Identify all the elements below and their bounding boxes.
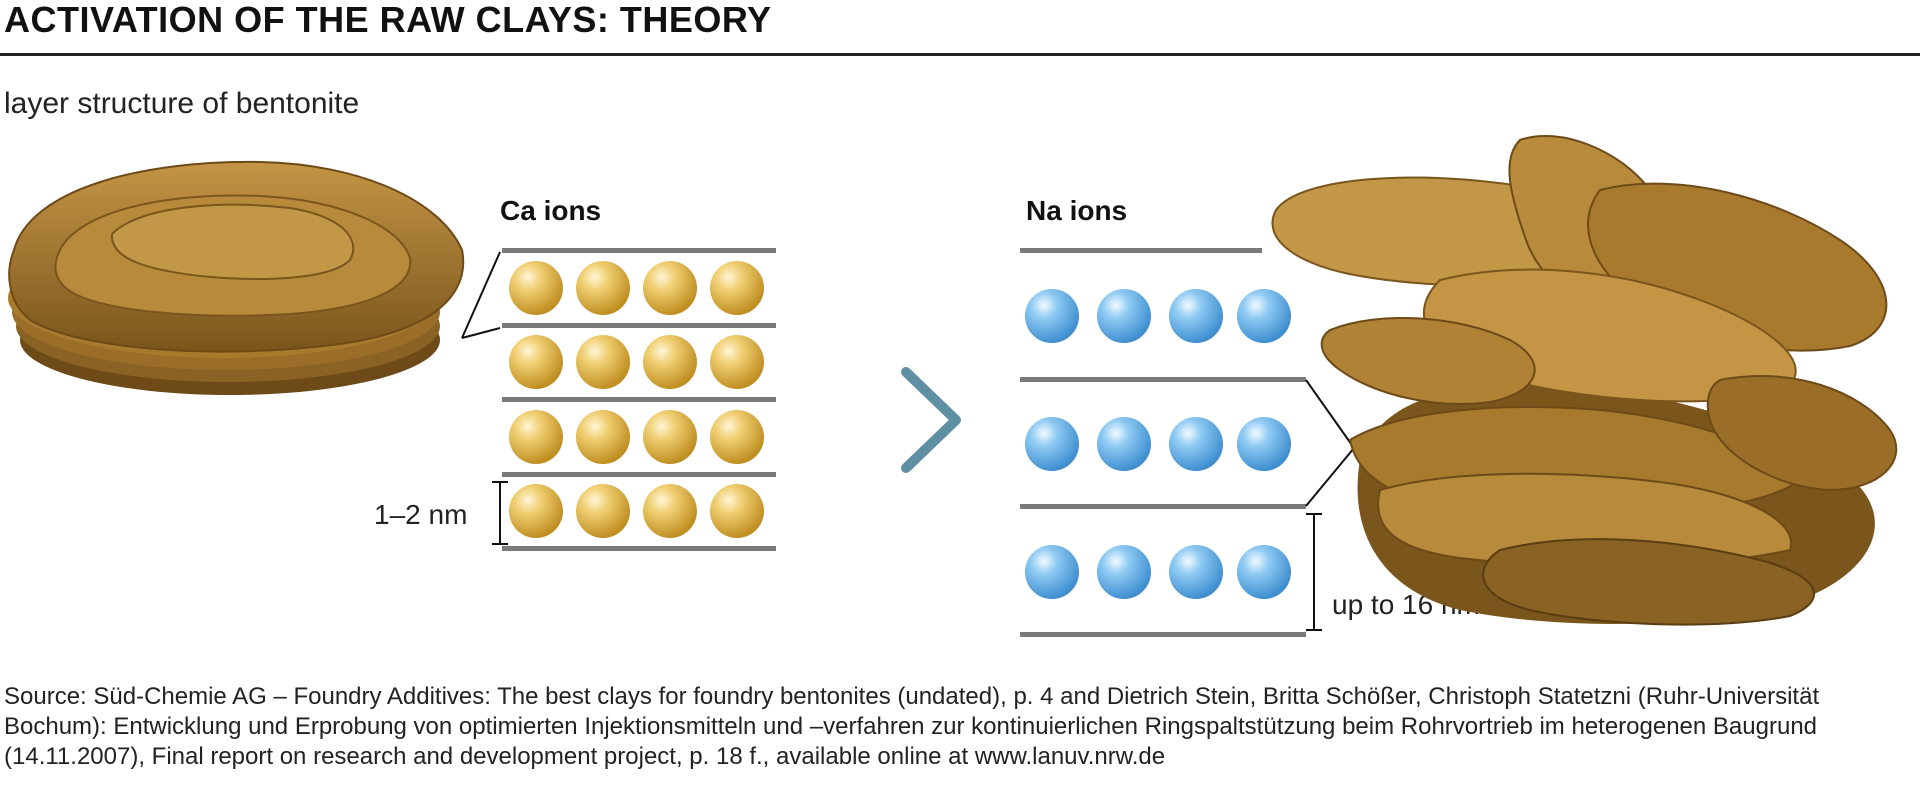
- na-ion: [1237, 289, 1291, 343]
- na-ion: [1025, 289, 1079, 343]
- ca-dimension-label: 1–2 nm: [374, 499, 467, 530]
- zoom-line-top: [1305, 379, 1355, 449]
- na-layer-lines: [1020, 248, 1306, 637]
- ca-ion: [643, 484, 697, 538]
- ca-ion: [576, 410, 630, 464]
- ca-ion: [576, 261, 630, 315]
- source-citation: Source: Süd-Chemie AG – Foundry Additive…: [4, 683, 1820, 770]
- zoom-line-bottom: [1305, 447, 1355, 507]
- bentonite-layer-diagram: Ca ions 1–2 nm Na ions: [8, 135, 1898, 637]
- layer-line: [1020, 632, 1306, 637]
- zoom-line-top: [461, 251, 501, 339]
- na-ion: [1025, 417, 1079, 471]
- ca-ion: [509, 484, 563, 538]
- layer-line: [1020, 504, 1306, 509]
- ca-ion: [710, 410, 764, 464]
- na-ions-label: Na ions: [1026, 195, 1127, 226]
- layer-line: [1020, 248, 1262, 253]
- ca-ion: [509, 410, 563, 464]
- na-ion: [1097, 545, 1151, 599]
- title-divider: [0, 53, 1920, 56]
- ca-ions: [509, 261, 764, 538]
- ca-ion: [643, 261, 697, 315]
- diagram-subtitle: layer structure of bentonite: [4, 87, 360, 120]
- layer-line: [502, 472, 776, 477]
- na-bentonite-swollen-clay: [1271, 135, 1898, 626]
- ca-dimension-bracket: [492, 481, 508, 545]
- ca-ion: [576, 484, 630, 538]
- na-ion: [1237, 545, 1291, 599]
- na-ion: [1169, 545, 1223, 599]
- ca-ions-label: Ca ions: [500, 195, 601, 226]
- ca-ion: [710, 484, 764, 538]
- ca-ion: [576, 335, 630, 389]
- ca-ion: [509, 335, 563, 389]
- layer-line: [502, 546, 776, 551]
- na-ion: [1169, 289, 1223, 343]
- na-ions: [1025, 289, 1291, 599]
- ca-bentonite-clay-stack: [8, 160, 465, 395]
- transformation-arrow: [831, 367, 961, 473]
- na-ion: [1169, 417, 1223, 471]
- layer-line: [502, 397, 776, 402]
- page-title: ACTIVATION OF THE RAW CLAYS: THEORY: [4, 0, 772, 40]
- na-dimension-bracket: [1306, 513, 1322, 631]
- ca-ion: [710, 261, 764, 315]
- zoom-line-bottom: [461, 327, 501, 339]
- layer-line: [1020, 377, 1306, 382]
- layer-line: [502, 248, 776, 253]
- layer-line: [502, 323, 776, 328]
- na-ion: [1097, 289, 1151, 343]
- na-ion: [1097, 417, 1151, 471]
- ca-ion: [643, 410, 697, 464]
- na-ion: [1237, 417, 1291, 471]
- ca-layer-lines: [502, 248, 776, 551]
- ca-ion: [509, 261, 563, 315]
- ca-ion: [710, 335, 764, 389]
- ca-ion: [643, 335, 697, 389]
- na-ion: [1025, 545, 1079, 599]
